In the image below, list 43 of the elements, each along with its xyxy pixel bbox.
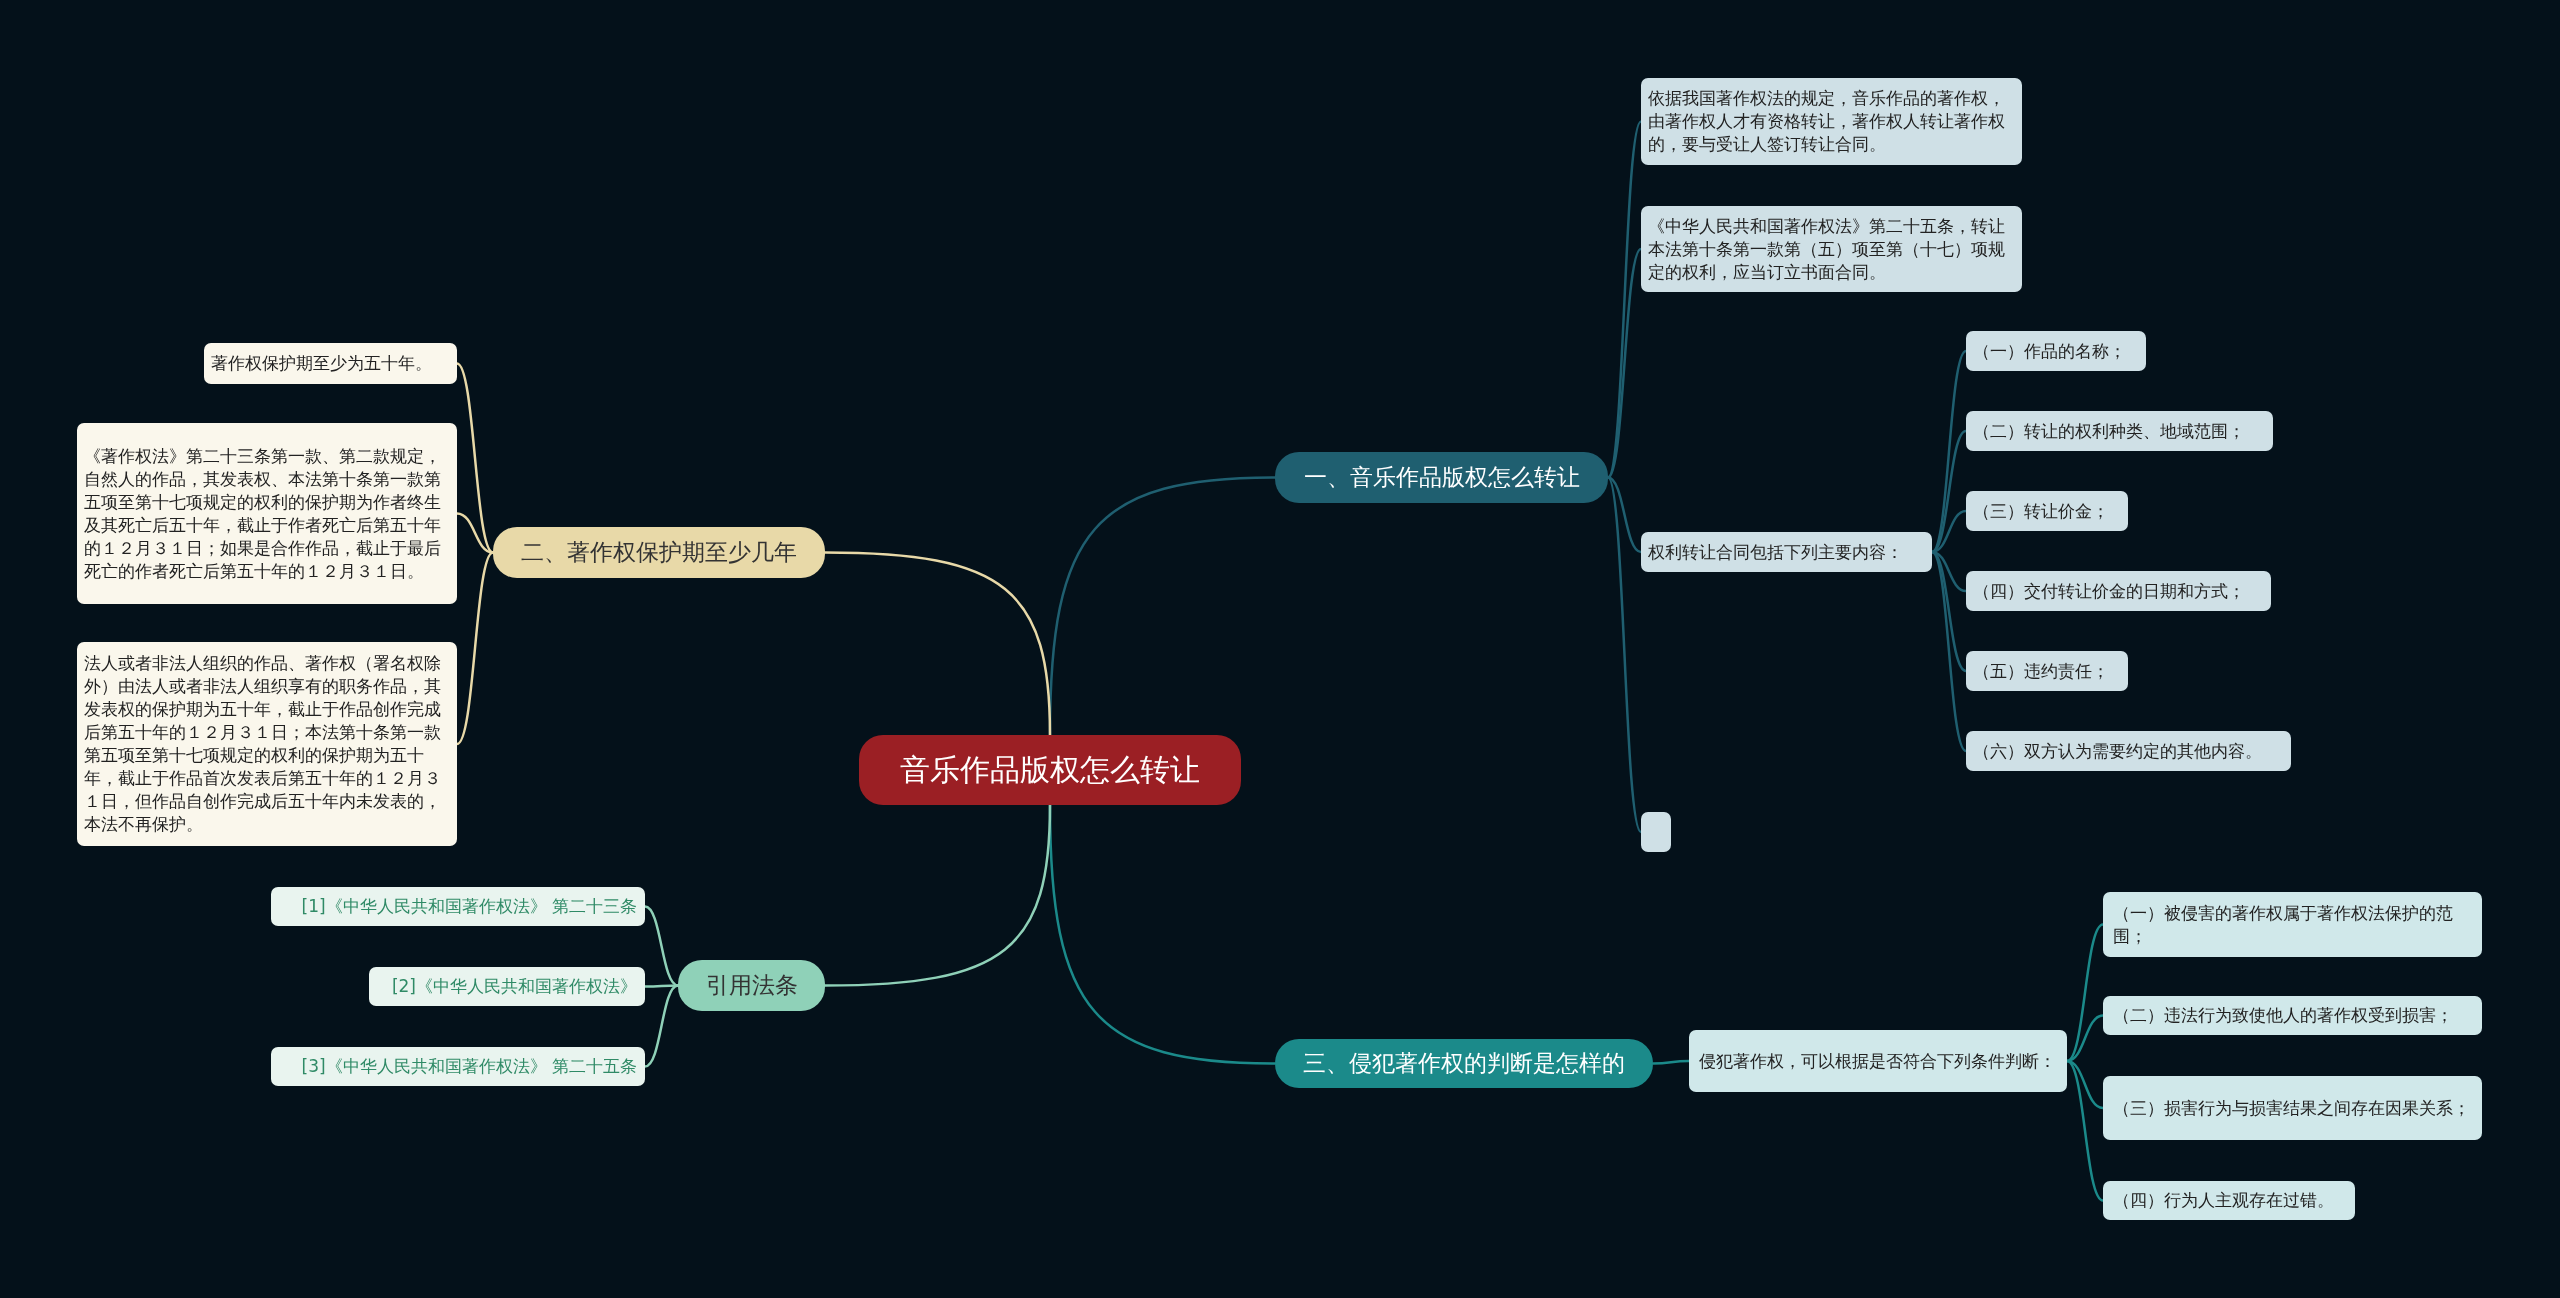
- empty-box: [1641, 812, 1671, 852]
- branch-topic: 引用法条: [678, 960, 825, 1011]
- connector-line: [456, 551, 494, 745]
- connector-line: [456, 362, 494, 554]
- topic-box: （五）违约责任；: [1966, 651, 2128, 691]
- topic-box: 侵犯著作权，可以根据是否符合下列条件判断：: [1689, 1030, 2067, 1092]
- topic-box: （六）双方认为需要约定的其他内容。: [1966, 731, 2291, 771]
- connector-line: [644, 984, 679, 1068]
- topic-box: 法人或者非法人组织的作品、著作权（署名权除外）由法人或者非法人组织享有的职务作品，其发表权的保护期为五十年，截止于作品创作完成后第五十年的１２月３１日；本法第十条第一款第五项至第十七项规定的权利的保护期为五十年，截止于作品首次发表后第五十年的１２月３１日，但作品自创作完成后五十年内未发表的，本法不再保护。: [77, 642, 457, 846]
- topic-box: 《著作权法》第二十三条第一款、第二款规定，自然人的作品，其发表权、本法第十条第一款第五项至第十七项规定的权利的保护期为作者终生及其死亡后五十年，截止于作者死亡后第五十年的１２月３１日；如果是合作作品，截止于最后死亡的作者死亡后第五十年的１２月３１日。: [77, 423, 457, 604]
- topic-box: 依据我国著作权法的规定，音乐作品的著作权，由著作权人才有资格转让，著作权人转让著作权的，要与受让人签订转让合同。: [1641, 78, 2022, 165]
- connector-line: [1653, 1059, 1689, 1065]
- connector-line: [824, 551, 1052, 736]
- connector-line: [2066, 1059, 2104, 1110]
- connector-line: [824, 804, 1052, 987]
- connector-line: [2066, 923, 2104, 1063]
- topic-box: （一）被侵害的著作权属于著作权法保护的范围；: [2103, 892, 2482, 957]
- connector-line: [1607, 476, 1642, 554]
- connector-line: [2066, 1014, 2104, 1063]
- connector-line: [1606, 476, 1643, 833]
- connector-line: [1607, 248, 1642, 479]
- branch-topic: 一、音乐作品版权怎么转让: [1275, 452, 1608, 503]
- topic-box: （二）违法行为致使他人的著作权受到损害；: [2103, 996, 2482, 1035]
- connector-line: [1931, 551, 1967, 752]
- connector-line: [645, 984, 678, 988]
- topic-box: 《中华人民共和国著作权法》第二十五条，转让本法第十条第一款第（五）项至第（十七）项规定的权利，应当订立书面合同。: [1641, 206, 2022, 292]
- connector-line: [2066, 1059, 2104, 1202]
- branch-topic: 三、侵犯著作权的判断是怎样的: [1275, 1039, 1653, 1088]
- reference-box: [3]《中华人民共和国著作权法》 第二十五条: [271, 1047, 645, 1086]
- topic-box: （三）转让价金；: [1966, 491, 2128, 531]
- reference-box: [1]《中华人民共和国著作权法》 第二十三条: [271, 887, 645, 926]
- topic-box: 著作权保护期至少为五十年。: [204, 343, 457, 384]
- topic-box: 权利转让合同包括下列主要内容：: [1641, 532, 1932, 572]
- reference-box: [2]《中华人民共和国著作权法》: [369, 967, 645, 1006]
- topic-box: （四）行为人主观存在过错。: [2103, 1181, 2355, 1220]
- central-topic: 音乐作品版权怎么转让: [859, 735, 1241, 805]
- topic-box: （一）作品的名称；: [1966, 331, 2146, 371]
- topic-box: （三）损害行为与损害结果之间存在因果关系；: [2103, 1076, 2482, 1140]
- connector-line: [644, 905, 679, 987]
- topic-box: （四）交付转让价金的日期和方式；: [1966, 571, 2271, 611]
- branch-topic: 二、著作权保护期至少几年: [493, 527, 825, 578]
- topic-box: （二）转让的权利种类、地域范围；: [1966, 411, 2273, 451]
- connector-line: [456, 512, 494, 554]
